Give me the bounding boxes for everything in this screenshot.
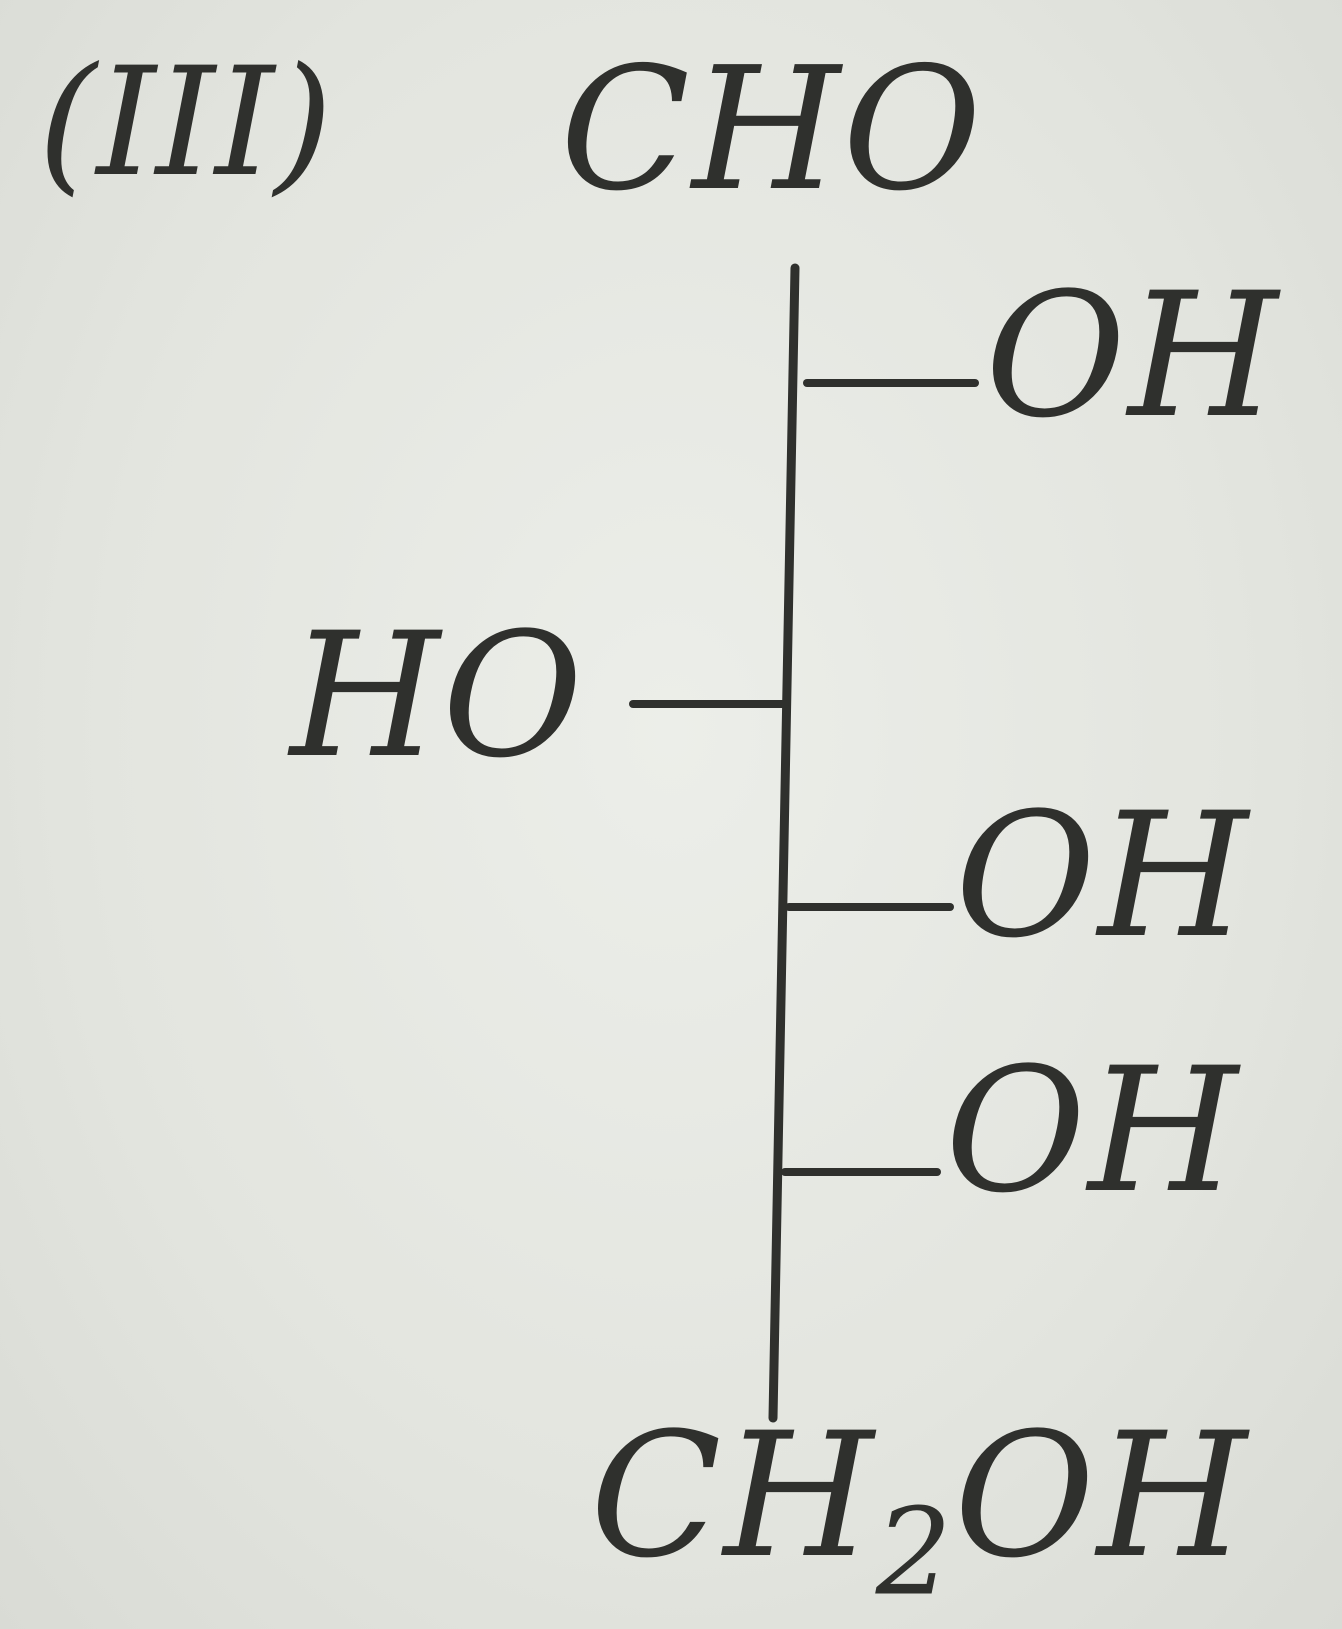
substituent-c2-oh: OH bbox=[985, 255, 1281, 456]
substituent-c5-oh: OH bbox=[945, 1030, 1241, 1231]
bottom-group-subscript: 2 bbox=[875, 1483, 954, 1623]
backbone-vertical-bond bbox=[768, 263, 800, 1423]
bottom-group-main: CH bbox=[590, 1395, 876, 1596]
bottom-group-suffix: OH bbox=[953, 1395, 1249, 1596]
top-group-cho: CHO bbox=[560, 31, 984, 229]
substituent-c4-oh: OH bbox=[955, 775, 1251, 976]
structure-label: (III) bbox=[38, 36, 333, 210]
bottom-group-ch2oh: CH2OH bbox=[590, 1410, 1249, 1613]
substituent-c3-ho: HO bbox=[290, 595, 586, 796]
